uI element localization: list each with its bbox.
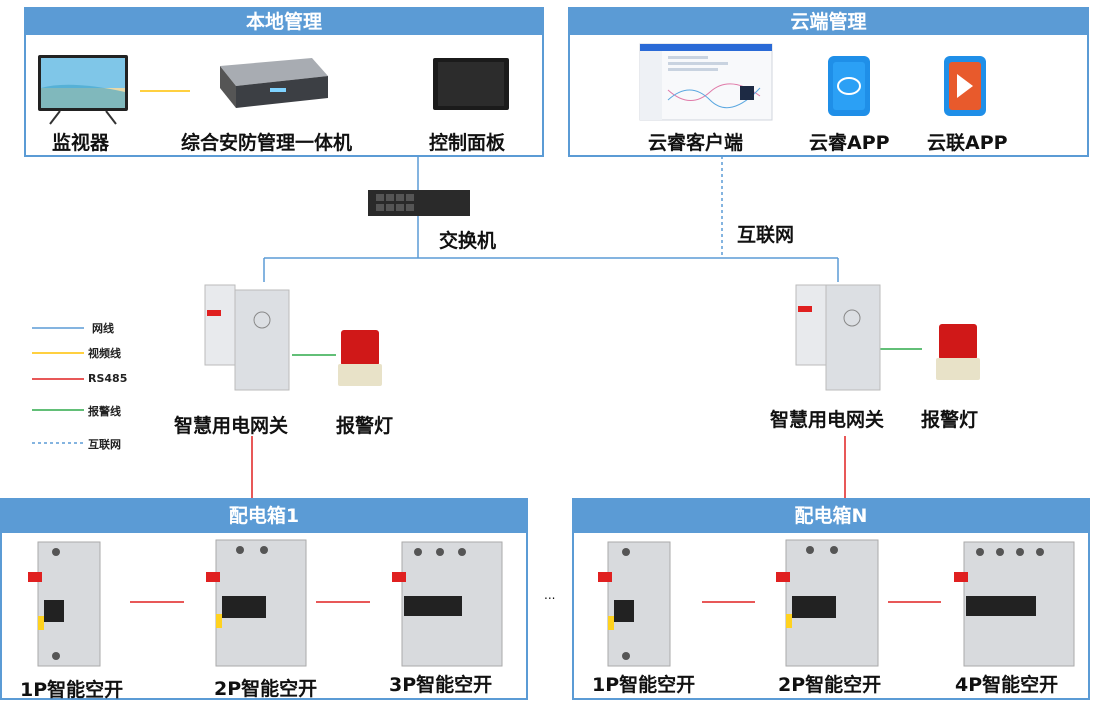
gateway-right-icon	[795, 284, 881, 391]
gateway-right-label: 智慧用电网关	[770, 409, 885, 431]
legend-label-internet: 互联网	[88, 438, 121, 451]
switch-label: 交换机	[439, 230, 497, 252]
alarm-right-label: 报警灯	[921, 409, 979, 431]
breaker-box1-label-3: 3P智能空开	[389, 674, 493, 696]
cloud-app1-label: 云睿APP	[809, 132, 890, 154]
legend-label-video: 视频线	[88, 347, 121, 360]
legend-label-rs485: RS485	[88, 372, 128, 385]
alarm-light-left-icon	[338, 330, 382, 386]
distribution-box-1-title: 配电箱1	[2, 500, 526, 533]
breaker-box1-label-1: 1P智能空开	[20, 679, 124, 701]
breaker-boxN-label-2: 2P智能空开	[778, 674, 882, 696]
control-panel-label: 控制面板	[429, 132, 506, 154]
internet-label: 互联网	[737, 224, 795, 246]
cloud-app2-label: 云联APP	[927, 132, 1008, 154]
gateway-left-label: 智慧用电网关	[174, 415, 289, 437]
switch-icon	[368, 190, 470, 216]
gateway-left-icon	[204, 284, 290, 391]
legend-label-alarm: 报警线	[88, 405, 121, 418]
distribution-box-n-title: 配电箱N	[574, 500, 1088, 533]
cloud-management-title: 云端管理	[570, 9, 1087, 35]
monitor-label: 监视器	[52, 132, 110, 154]
alarm-left-label: 报警灯	[336, 415, 394, 437]
breaker-box1-label-2: 2P智能空开	[214, 678, 318, 700]
breaker-boxN-label-1: 1P智能空开	[592, 674, 696, 696]
local-management-title: 本地管理	[26, 9, 542, 35]
legend-label-network: 网线	[92, 322, 114, 335]
ellipsis-label: ...	[544, 588, 556, 602]
breaker-boxN-label-3: 4P智能空开	[955, 674, 1059, 696]
cloud-client-label: 云睿客户端	[648, 132, 744, 154]
alarm-light-right-icon	[936, 324, 980, 380]
nvr-label: 综合安防管理一体机	[181, 132, 353, 154]
